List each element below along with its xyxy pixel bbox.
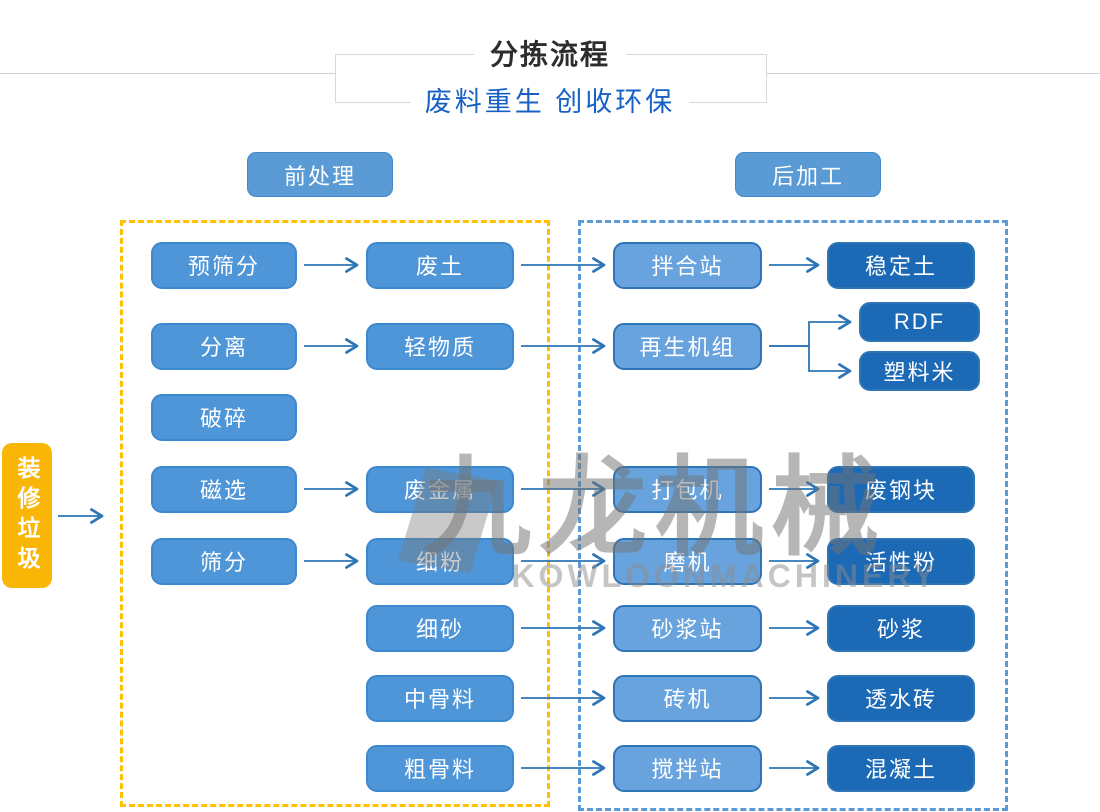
section-label-postprocessing: 后加工: [735, 152, 881, 197]
flow-node-rdf: RDF: [859, 302, 980, 342]
section-label-pretreatment: 前处理: [247, 152, 393, 197]
page-title-row: 分拣流程: [0, 40, 1100, 70]
flow-node-toushuizhuan: 透水砖: [827, 674, 975, 722]
pretreatment-dashed-region: [120, 220, 550, 807]
flow-node-banhezhan: 拌合站: [613, 241, 762, 289]
source-box-decoration-waste: 装修垃圾: [2, 443, 52, 588]
flow-node-suliaomi: 塑料米: [859, 351, 980, 391]
flow-node-xifen: 细粉: [366, 537, 514, 585]
page-subtitle-row: 废料重生 创收环保: [0, 86, 1100, 118]
flow-node-feitu: 废土: [366, 241, 514, 289]
postprocessing-dashed-region: [578, 220, 1008, 811]
flow-node-shajiangzhan: 砂浆站: [613, 604, 762, 652]
flow-node-yushaifen: 预筛分: [151, 241, 297, 289]
flow-node-qingwuzhi: 轻物质: [366, 322, 514, 370]
flow-node-feigangkuai: 废钢块: [827, 465, 975, 513]
flow-node-cuguliao: 粗骨料: [366, 744, 514, 792]
flow-node-shaifen: 筛分: [151, 537, 297, 585]
flow-node-jiaobanzhan: 搅拌站: [613, 744, 762, 792]
flow-node-xisha: 细砂: [366, 604, 514, 652]
flow-node-dabaoji: 打包机: [613, 465, 762, 513]
flow-node-cixuan: 磁选: [151, 465, 297, 513]
flow-node-huoxingfen: 活性粉: [827, 537, 975, 585]
flow-node-shajiang: 砂浆: [827, 604, 975, 652]
page-title: 分拣流程: [473, 40, 626, 70]
flow-node-fenli: 分离: [151, 322, 297, 370]
flow-node-moji: 磨机: [613, 537, 762, 585]
flow-node-posui: 破碎: [151, 393, 297, 441]
flow-node-feijinshu: 废金属: [366, 465, 514, 513]
flow-node-zaishengjizu: 再生机组: [613, 322, 762, 370]
flow-node-wendingtu: 稳定土: [827, 241, 975, 289]
flow-node-zhongguliao: 中骨料: [366, 674, 514, 722]
flow-node-hunningtu: 混凝土: [827, 744, 975, 792]
page-subtitle: 废料重生 创收环保: [410, 86, 690, 118]
flow-node-zhuanji: 砖机: [613, 674, 762, 722]
